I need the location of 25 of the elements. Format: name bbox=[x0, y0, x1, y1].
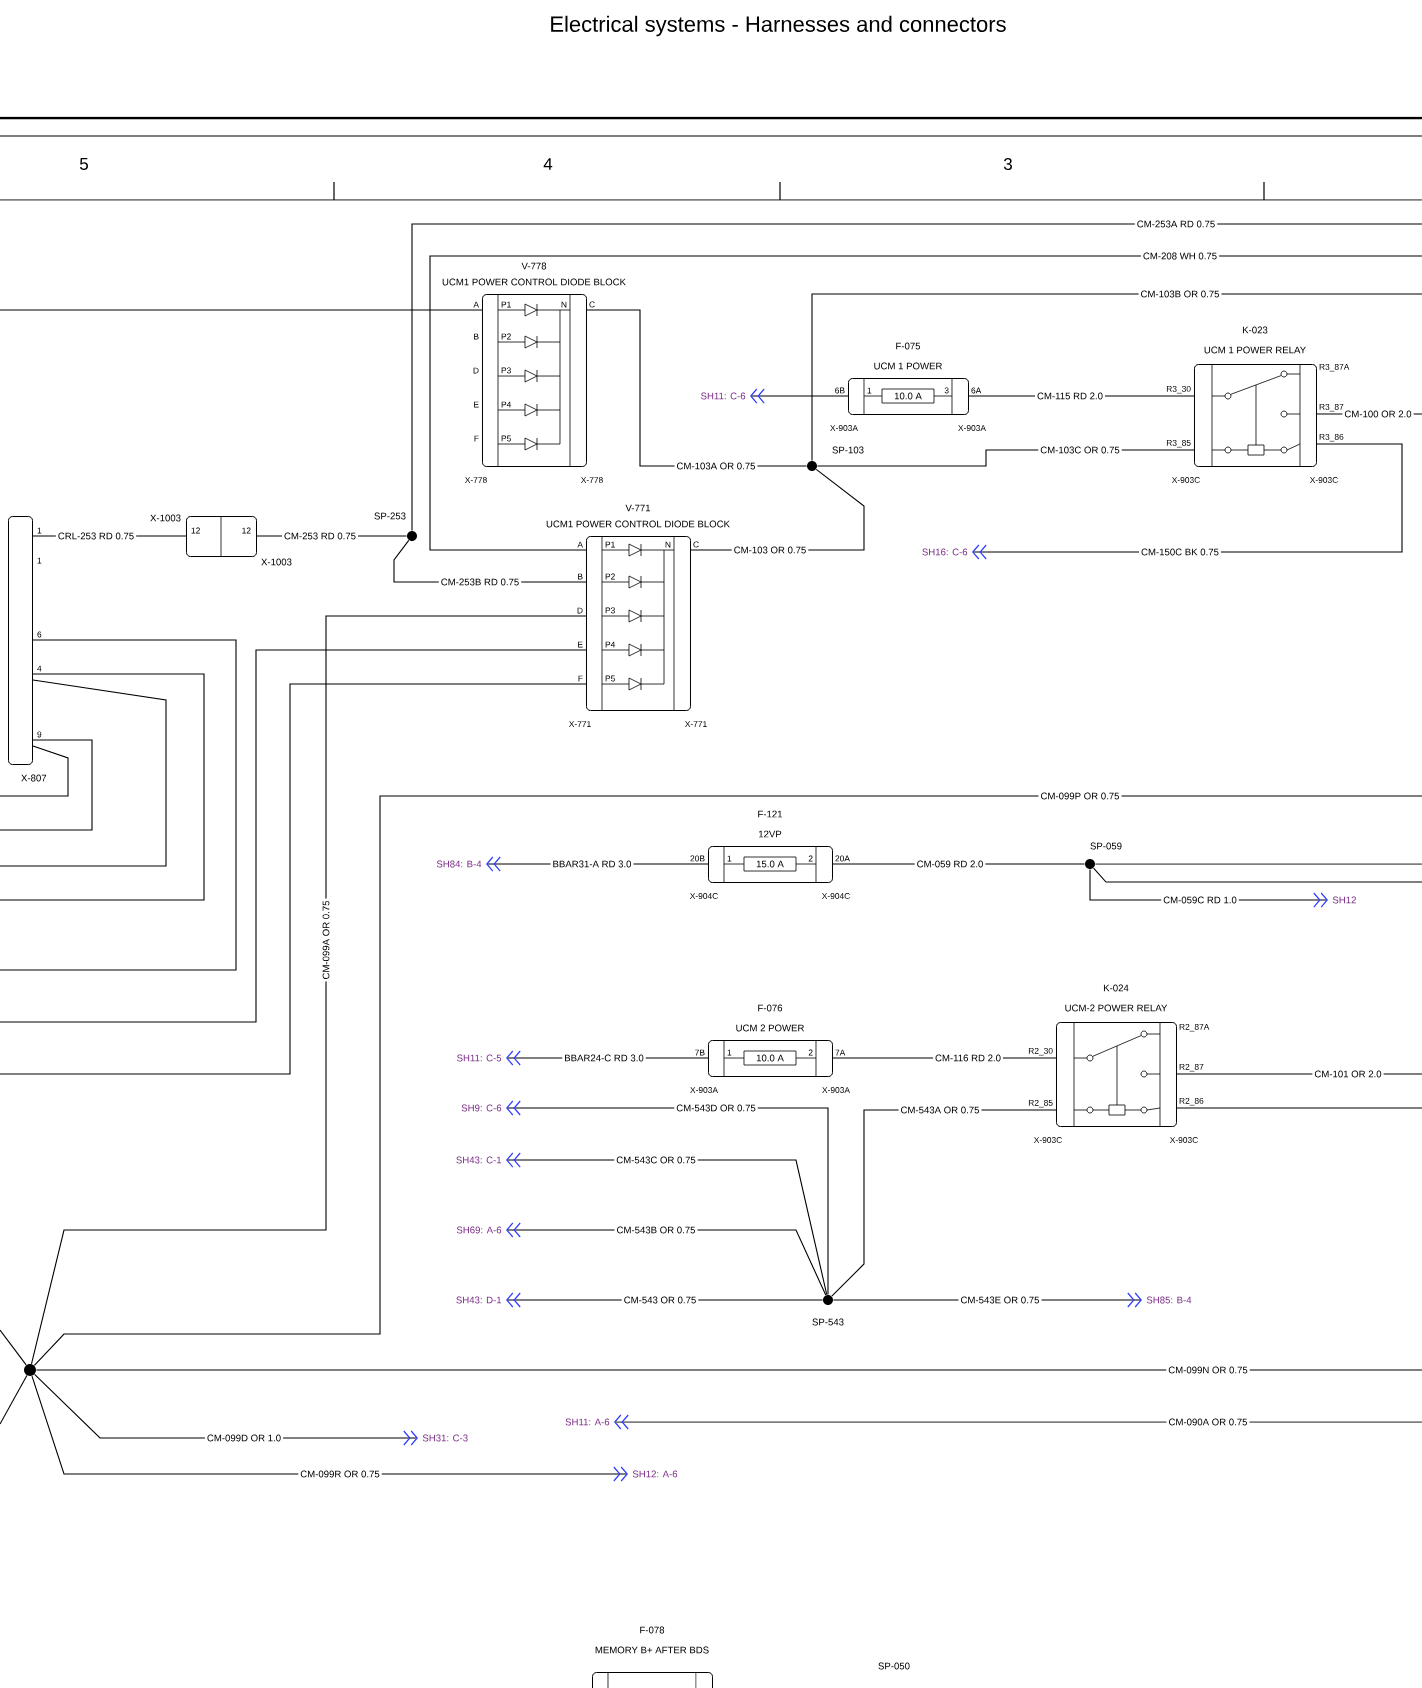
wire bbox=[30, 615, 587, 1365]
wire bbox=[0, 739, 93, 831]
page-title: Electrical systems - Harnesses and connectors bbox=[551, 15, 1006, 37]
wire bbox=[429, 255, 1422, 551]
wire bbox=[0, 683, 587, 1075]
wire bbox=[0, 309, 483, 311]
wire bbox=[1093, 867, 1422, 883]
wire bbox=[750, 388, 849, 404]
column-number: 4 bbox=[543, 158, 553, 170]
wire bbox=[0, 639, 237, 971]
wire bbox=[0, 1329, 27, 1366]
wire bbox=[811, 293, 1422, 462]
column-number: 3 bbox=[1003, 158, 1012, 171]
wire bbox=[0, 679, 167, 867]
wire bbox=[0, 673, 205, 901]
column-number: 5 bbox=[79, 158, 88, 170]
wire bbox=[0, 1375, 28, 1425]
wire bbox=[1094, 863, 1422, 865]
wire bbox=[0, 649, 587, 1023]
wire bbox=[0, 745, 69, 797]
wire bbox=[411, 223, 1422, 532]
wire bbox=[614, 1414, 1422, 1430]
wire bbox=[33, 795, 1422, 1366]
wire bbox=[1176, 1107, 1422, 1109]
wire bbox=[35, 1369, 1422, 1371]
